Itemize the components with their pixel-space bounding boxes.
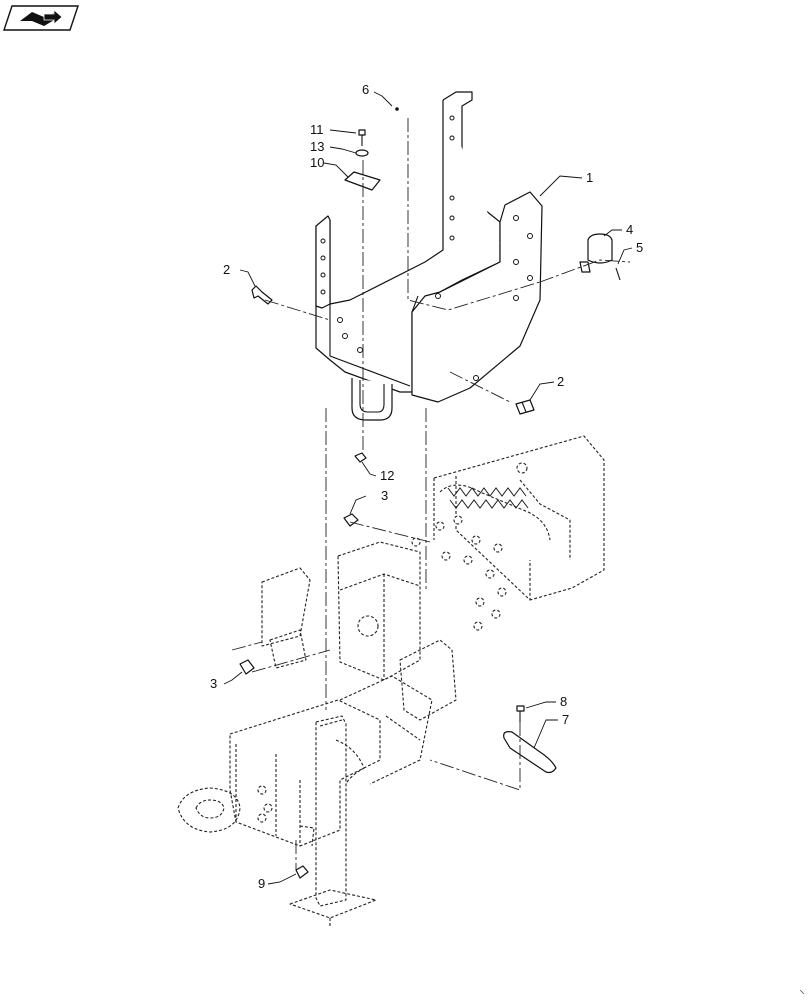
callout-leaders <box>223 91 633 885</box>
nut-3-lower <box>239 659 255 675</box>
callout-label: 11 <box>310 122 324 137</box>
callout-label: 3 <box>210 676 217 691</box>
nut-9 <box>295 865 309 879</box>
screw-5 <box>615 267 621 281</box>
callout-label: 6 <box>362 82 369 97</box>
callout-label: 8 <box>560 694 567 709</box>
callout-label: 2 <box>557 374 564 389</box>
nut-12 <box>354 452 367 463</box>
callout-label: 5 <box>636 240 643 255</box>
bolt-8 <box>516 705 525 722</box>
grommet-4 <box>579 233 613 273</box>
callout-label: 12 <box>380 468 394 483</box>
bolt-11 <box>358 129 366 146</box>
pin-6 <box>395 107 399 111</box>
nut-3-upper <box>343 513 359 527</box>
bolt-2-right <box>515 399 535 415</box>
callout-label: 10 <box>310 155 324 170</box>
callout-labels: 1 2 2 3 3 4 5 6 7 8 9 10 11 12 13 <box>210 82 643 891</box>
alignment-lines <box>231 118 631 870</box>
callout-label: 3 <box>381 488 388 503</box>
callout-label: 4 <box>626 222 633 237</box>
bolt-pattern <box>411 462 528 631</box>
nav-back-button[interactable] <box>3 5 79 31</box>
callout-label: 9 <box>258 876 265 891</box>
bracket-assembly <box>315 91 543 421</box>
phantom-frame <box>177 435 605 926</box>
callout-label: 2 <box>223 262 230 277</box>
callout-label: 13 <box>310 139 324 154</box>
callout-label: 7 <box>562 712 569 727</box>
book-arrow-icon <box>20 9 63 26</box>
bracket-7 <box>503 731 557 774</box>
washer-13 <box>355 149 369 157</box>
corner-mark <box>799 989 805 995</box>
callout-label: 1 <box>586 170 593 185</box>
spring-coil <box>447 487 529 509</box>
clip-10 <box>344 171 381 191</box>
